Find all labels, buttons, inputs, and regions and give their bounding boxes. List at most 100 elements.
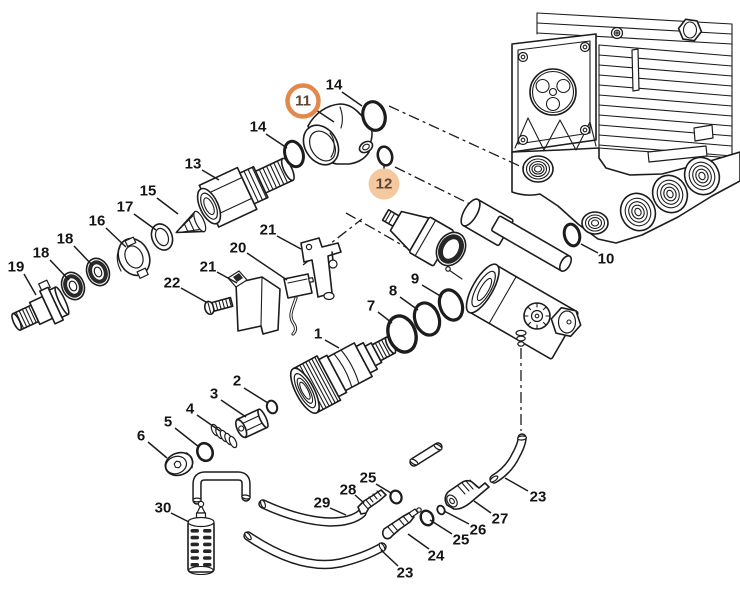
callout-3[interactable]: 3 — [210, 386, 247, 418]
part-number: 9 — [411, 271, 419, 288]
o-ring-25-top — [389, 489, 403, 505]
leader-line — [23, 273, 37, 296]
leader-line — [49, 259, 70, 281]
callout-2[interactable]: 2 — [233, 373, 269, 404]
callout-14[interactable]: 14 — [326, 77, 363, 107]
callout-19[interactable]: 19 — [8, 259, 37, 296]
leader-line — [216, 271, 238, 284]
part-3-seat — [235, 408, 269, 439]
leader-line — [73, 245, 94, 267]
callout-30[interactable]: 30 — [155, 500, 190, 523]
leader-line — [399, 296, 419, 311]
callout-16[interactable]: 16 — [89, 213, 127, 248]
callout-9[interactable]: 9 — [411, 271, 443, 298]
part-number: 19 — [8, 259, 25, 276]
unloader-piston — [381, 209, 454, 267]
leader-line — [429, 519, 453, 535]
callout-1[interactable]: 1 — [314, 326, 340, 349]
fitting-24 — [381, 507, 422, 540]
hose-23-right — [489, 433, 527, 484]
piston-seal — [438, 234, 464, 264]
callout-12[interactable]: 12 — [368, 166, 400, 200]
callout-25[interactable]: 25 — [360, 470, 392, 494]
leader-line — [580, 243, 599, 254]
hose-stub — [409, 442, 443, 467]
callout-23[interactable]: 23 — [380, 549, 413, 582]
callout-28[interactable]: 28 — [340, 482, 365, 504]
o-ring-2 — [265, 399, 279, 415]
callout-6[interactable]: 6 — [137, 428, 168, 459]
callout-8[interactable]: 8 — [389, 283, 419, 311]
part-number: 25 — [360, 470, 377, 487]
callout-17[interactable]: 17 — [117, 199, 157, 231]
part-number: 11 — [295, 93, 311, 110]
leader-line — [473, 500, 492, 514]
part-15-strainer — [175, 210, 207, 234]
callout-labels: 1234567891011121314141516171818192021212… — [8, 77, 615, 582]
leader-line — [105, 227, 127, 248]
hex-cap — [550, 306, 582, 338]
pump-cylinder-ports — [619, 156, 721, 232]
callout-11[interactable]: 11 — [285, 83, 335, 123]
fitting-28 — [357, 489, 387, 515]
part-number: 10 — [598, 251, 615, 268]
callout-18[interactable]: 18 — [57, 231, 94, 267]
filter-30 — [187, 500, 215, 576]
hose-elbow-top — [192, 471, 251, 505]
callout-10[interactable]: 10 — [580, 243, 615, 268]
o-ring-14-left — [283, 139, 305, 169]
seal-18-inner — [85, 257, 111, 287]
callout-18[interactable]: 18 — [33, 245, 70, 281]
hose-29 — [258, 499, 367, 527]
part-19-connector — [11, 279, 70, 331]
callout-23[interactable]: 23 — [504, 477, 547, 506]
callout-21[interactable]: 21 — [260, 222, 302, 250]
callout-27[interactable]: 27 — [473, 500, 508, 528]
callout-7[interactable]: 7 — [367, 298, 393, 324]
part-number: 12 — [376, 176, 393, 193]
leader-line — [180, 287, 207, 303]
leader-line — [196, 414, 221, 432]
callout-24[interactable]: 24 — [407, 533, 445, 565]
part-number: 23 — [530, 489, 547, 506]
callout-14[interactable]: 14 — [250, 119, 288, 149]
leader-line — [380, 549, 399, 567]
callout-22[interactable]: 22 — [164, 275, 207, 303]
leader-line — [170, 512, 190, 523]
part-number: 29 — [314, 495, 331, 512]
o-ring-9 — [437, 288, 465, 322]
callout-4[interactable]: 4 — [186, 401, 221, 432]
leader-line — [246, 252, 288, 281]
valve-body — [465, 263, 579, 360]
callout-20[interactable]: 20 — [230, 240, 288, 281]
callout-5[interactable]: 5 — [164, 414, 200, 448]
pump-inlet-port — [522, 155, 554, 183]
callout-13[interactable]: 13 — [185, 156, 220, 181]
callout-15[interactable]: 15 — [140, 183, 179, 215]
leader-line — [341, 91, 363, 107]
part-number: 14 — [326, 77, 343, 94]
part-number: 16 — [89, 213, 106, 230]
part-number: 18 — [33, 245, 50, 262]
leader-line — [329, 507, 347, 516]
valve-barb-fitting — [515, 329, 527, 347]
leader-line — [324, 339, 340, 349]
micro-switch-20 — [283, 273, 314, 336]
part-number: 21 — [260, 222, 277, 239]
o-ring-10 — [562, 222, 582, 248]
part-number: 26 — [470, 522, 487, 539]
part-11-elbow — [302, 103, 374, 166]
leader-line — [174, 427, 200, 448]
callout-21[interactable]: 21 — [200, 259, 238, 284]
part-number: 21 — [200, 259, 217, 276]
leader-line — [243, 387, 269, 404]
leader-line — [276, 235, 302, 250]
callout-26[interactable]: 26 — [443, 510, 487, 539]
callout-25[interactable]: 25 — [429, 519, 469, 549]
highlight-ring — [285, 83, 321, 119]
leader-line — [354, 494, 365, 504]
callout-29[interactable]: 29 — [314, 495, 347, 516]
part-number: 13 — [185, 156, 202, 173]
part-number: 2 — [233, 373, 241, 390]
valve-rod — [491, 215, 573, 272]
